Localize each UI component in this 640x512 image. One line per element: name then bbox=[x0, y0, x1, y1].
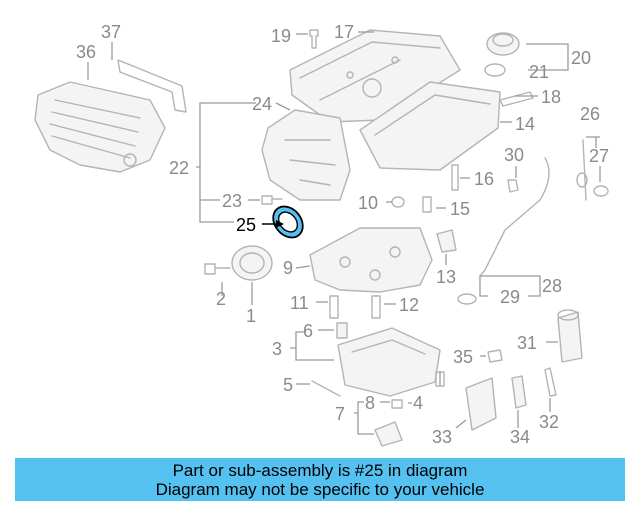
callout-34: 34 bbox=[510, 427, 530, 447]
banner-line-2: Diagram may not be specific to your vehi… bbox=[155, 479, 485, 499]
callout-8: 8 bbox=[365, 393, 375, 413]
info-banner: Part or sub-assembly is #25 in diagram D… bbox=[15, 458, 625, 501]
callout-19: 19 bbox=[271, 26, 291, 46]
intake-manifold-part bbox=[34, 81, 166, 173]
parts-diagram: 37 36 19 17 20 21 18 24 14 26 22 30 27 1… bbox=[34, 22, 609, 447]
bracket-7-part bbox=[374, 421, 403, 447]
oil-sump-upper-part bbox=[359, 81, 501, 171]
bolt-35-part bbox=[487, 349, 503, 363]
oring-27-part bbox=[593, 185, 609, 197]
callout-30: 30 bbox=[504, 145, 524, 165]
callout-5: 5 bbox=[283, 375, 293, 395]
callout-31: 31 bbox=[517, 333, 537, 353]
bolt-23-part bbox=[261, 195, 283, 205]
bolt-12-part bbox=[371, 295, 381, 319]
callout-3: 3 bbox=[272, 339, 282, 359]
banner-line-1: Part or sub-assembly is #25 in diagram bbox=[172, 460, 468, 480]
housing-33-part bbox=[465, 377, 497, 431]
lower-frame-part bbox=[309, 227, 433, 293]
arrow-25-icon bbox=[276, 220, 284, 228]
callout-29: 29 bbox=[500, 287, 520, 307]
callout-12: 12 bbox=[399, 295, 419, 315]
callout-10: 10 bbox=[358, 193, 378, 213]
bolt-16-part bbox=[451, 164, 459, 191]
callout-22: 22 bbox=[169, 158, 189, 178]
rod-5-part bbox=[311, 380, 341, 397]
callout-26: 26 bbox=[580, 104, 600, 124]
oil-filler-cap-part bbox=[484, 32, 520, 77]
callout-labels: 37 36 19 17 20 21 18 24 14 26 22 30 27 1… bbox=[76, 22, 609, 447]
callout-4: 4 bbox=[413, 393, 423, 413]
part-8-shape bbox=[391, 399, 403, 409]
callout-15: 15 bbox=[450, 199, 470, 219]
bracket-34-part bbox=[511, 375, 527, 409]
callout-1: 1 bbox=[246, 306, 256, 326]
callout-6: 6 bbox=[303, 321, 313, 341]
manifold-gasket-part bbox=[117, 59, 187, 113]
oil-filter-part bbox=[557, 309, 583, 363]
callout-18: 18 bbox=[541, 87, 561, 107]
callout-36: 36 bbox=[76, 42, 96, 62]
callout-14: 14 bbox=[515, 114, 535, 134]
callout-24: 24 bbox=[252, 94, 272, 114]
callout-33: 33 bbox=[432, 427, 452, 447]
bolt-19-part bbox=[309, 29, 319, 49]
timing-cover-part bbox=[261, 109, 351, 201]
callout-2: 2 bbox=[216, 289, 226, 309]
sensor-part bbox=[499, 91, 534, 107]
bolt-2-part bbox=[204, 263, 231, 275]
bolt-15-part bbox=[422, 196, 432, 213]
drain-plug-part bbox=[336, 322, 348, 339]
oring-29-part bbox=[457, 293, 477, 305]
callout-11: 11 bbox=[290, 293, 309, 313]
part-30-shape bbox=[507, 179, 519, 193]
callout-23: 23 bbox=[222, 191, 242, 211]
dipstick-tube-part bbox=[479, 157, 550, 277]
callout-35: 35 bbox=[453, 347, 473, 367]
callout-21: 21 bbox=[529, 62, 549, 82]
washer-10-part bbox=[391, 196, 405, 208]
callout-16: 16 bbox=[474, 169, 494, 189]
callout-7: 7 bbox=[335, 404, 345, 424]
part-13-shape bbox=[436, 229, 457, 253]
part-4-shape bbox=[435, 371, 445, 387]
callout-13: 13 bbox=[436, 267, 456, 287]
callout-25: 25 bbox=[236, 215, 256, 235]
callout-28: 28 bbox=[542, 276, 562, 296]
bolt-11-part bbox=[329, 295, 339, 319]
oil-pan-part bbox=[337, 327, 441, 397]
seal-25-part bbox=[272, 205, 304, 239]
dipstick-part bbox=[582, 139, 587, 201]
callout-32: 32 bbox=[539, 412, 559, 432]
callout-17: 17 bbox=[334, 22, 354, 42]
callout-27: 27 bbox=[589, 146, 609, 166]
leader-lines bbox=[87, 31, 601, 435]
callout-20: 20 bbox=[571, 48, 591, 68]
callout-9: 9 bbox=[283, 258, 293, 278]
callout-37: 37 bbox=[101, 22, 121, 42]
part-32-shape bbox=[544, 367, 557, 397]
pulley-part bbox=[231, 245, 273, 281]
